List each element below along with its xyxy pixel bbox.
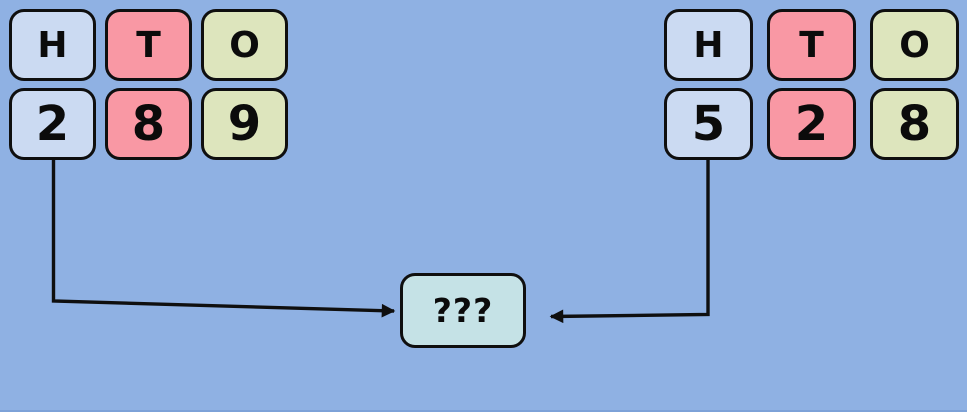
left-ones-header-cell: O: [201, 9, 288, 81]
left-hundreds-digit-cell: 2: [9, 88, 96, 160]
right-ones-digit-cell: 8: [870, 88, 959, 160]
left-hundreds-header-cell: H: [9, 9, 96, 81]
left-ones-digit-cell: 9: [201, 88, 288, 160]
left-place-value-chart: H T O 2 8 9: [9, 9, 288, 160]
right-tens-digit-cell: 2: [767, 88, 856, 160]
result-box: ???: [400, 273, 526, 348]
left-tens-header-cell: T: [105, 9, 192, 81]
right-hundreds-header-cell: H: [664, 9, 753, 81]
arrow-from-right-hundreds: [549, 160, 710, 324]
right-ones-header-cell: O: [870, 9, 959, 81]
right-tens-header-cell: T: [767, 9, 856, 81]
arrow-from-left-hundreds: [51, 160, 396, 318]
left-tens-digit-cell: 8: [105, 88, 192, 160]
bottom-edge: [0, 410, 967, 412]
right-hundreds-digit-cell: 5: [664, 88, 753, 160]
right-place-value-chart: H T O 5 2 8: [664, 9, 959, 160]
